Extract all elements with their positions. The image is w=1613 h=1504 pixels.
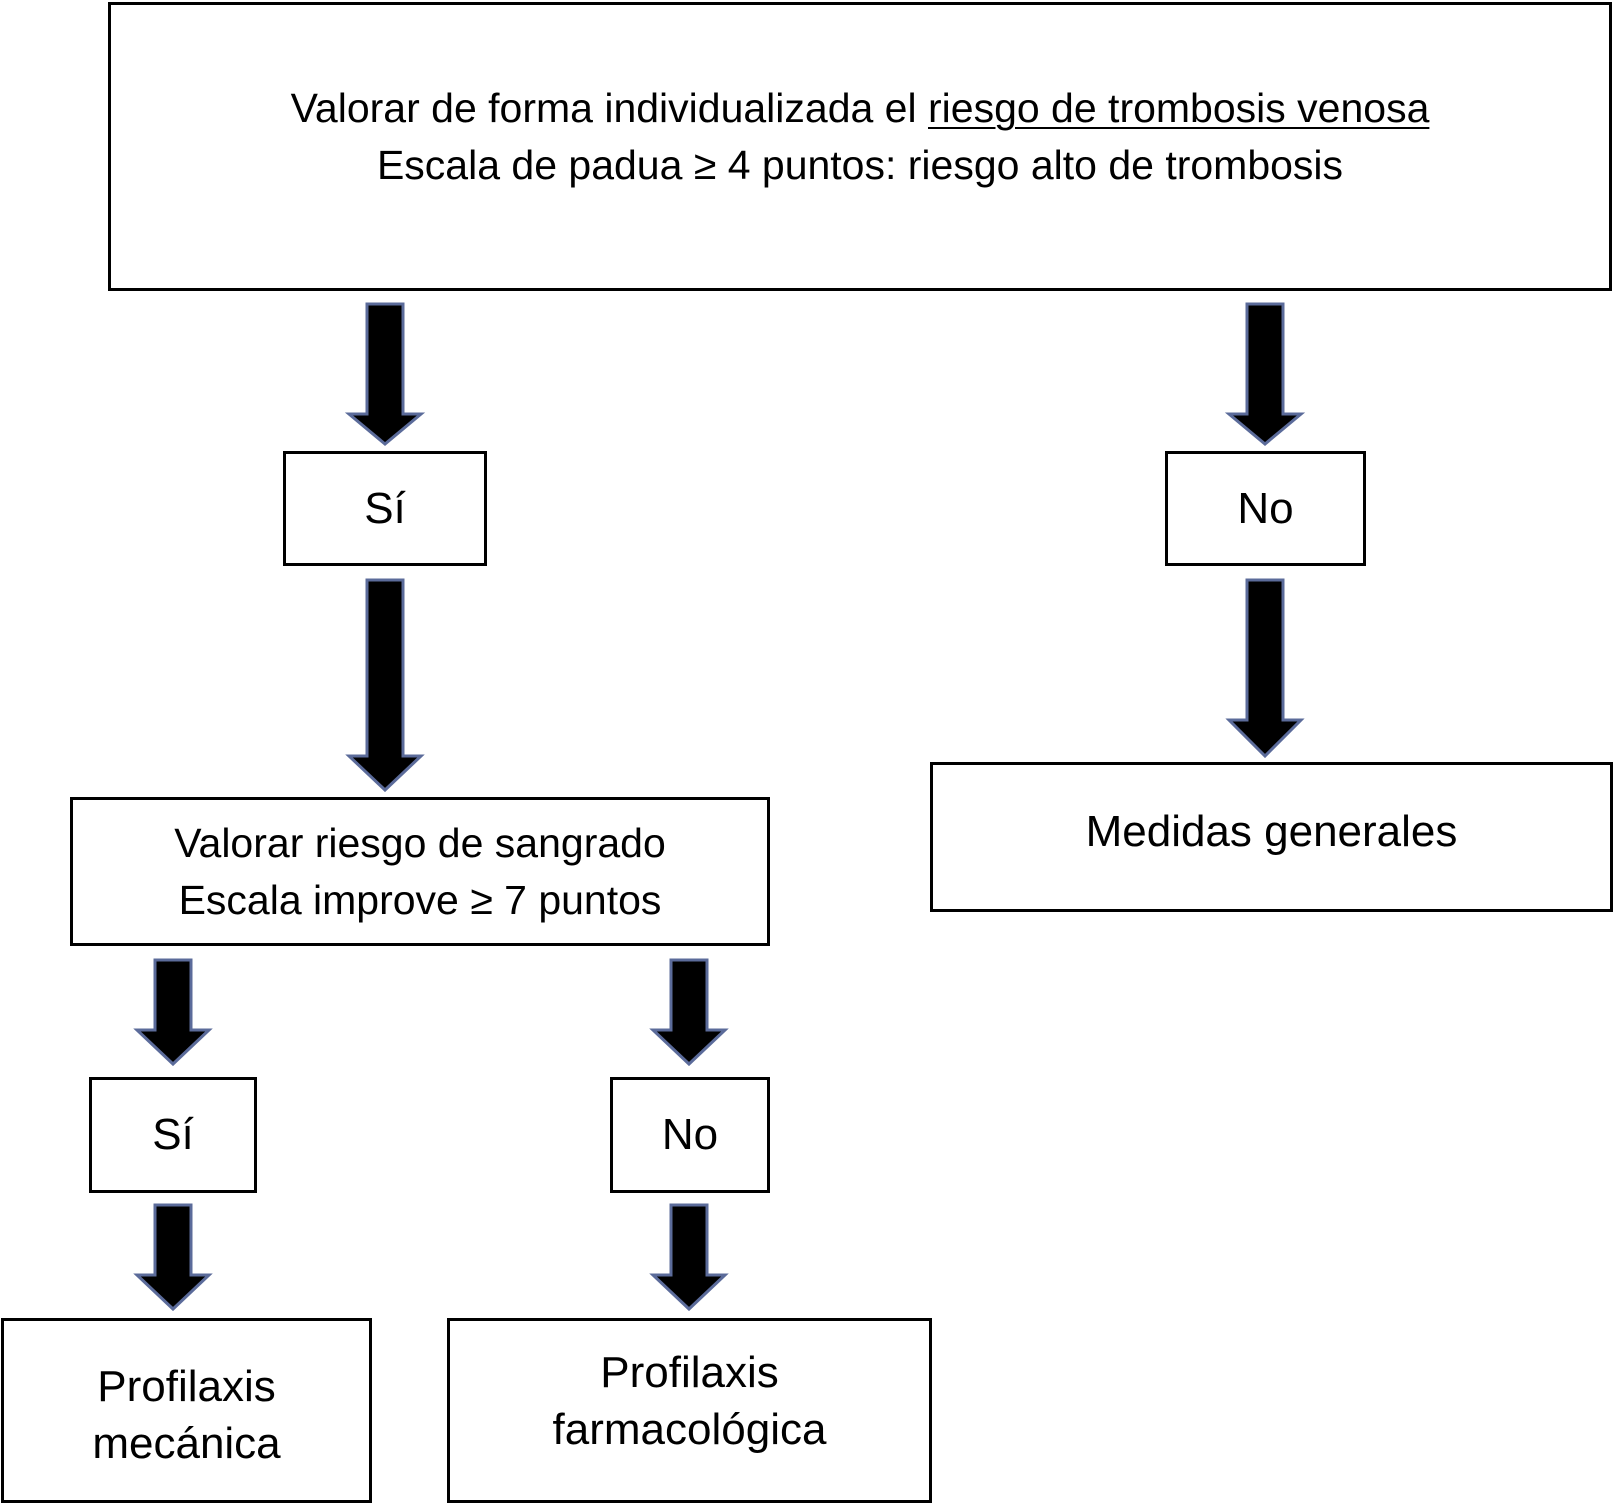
padua-line-2: Escala de padua ≥ 4 puntos: riesgo alto … bbox=[376, 141, 1344, 188]
padua-assessment-box: Valorar de forma individualizada el ries… bbox=[108, 2, 1612, 291]
general-measures-box: Medidas generales bbox=[930, 762, 1613, 912]
yes-bleeding-box: Sí bbox=[89, 1077, 257, 1193]
bleeding-line-1: Valorar riesgo de sangrado bbox=[174, 819, 666, 866]
yes-branch-box: Sí bbox=[283, 451, 487, 566]
no-bleeding-label: No bbox=[661, 1110, 719, 1159]
no-branch-box: No bbox=[1165, 451, 1366, 566]
padua-line-1-underlined: riesgo de trombosis venosa bbox=[928, 84, 1430, 131]
arrow-down-icon bbox=[1224, 302, 1306, 446]
no-bleeding-box: No bbox=[610, 1077, 770, 1193]
arrow-down-icon bbox=[133, 1203, 213, 1312]
arrow-down-icon bbox=[344, 302, 426, 446]
bleeding-risk-box: Valorar riesgo de sangrado Escala improv… bbox=[70, 797, 770, 946]
yes-bleeding-label: Sí bbox=[152, 1110, 194, 1159]
bleeding-line-2: Escala improve ≥ 7 puntos bbox=[178, 876, 662, 923]
arrow-down-icon bbox=[133, 958, 213, 1067]
pharmacological-line-1: Profilaxis bbox=[600, 1347, 779, 1397]
pharmacological-line-2: farmacológica bbox=[552, 1404, 827, 1454]
mechanical-line-1: Profilaxis bbox=[97, 1361, 276, 1411]
padua-line-1-prefix: Valorar de forma individualizada el bbox=[290, 84, 928, 131]
mechanical-line-2: mecánica bbox=[92, 1418, 281, 1468]
mechanical-prophylaxis-box: Profilaxis mecánica bbox=[1, 1318, 372, 1503]
arrow-down-icon bbox=[1225, 578, 1305, 759]
yes-branch-label: Sí bbox=[364, 483, 406, 533]
arrow-down-icon bbox=[345, 578, 425, 793]
padua-line-1: Valorar de forma individualizada el ries… bbox=[291, 80, 1430, 137]
pharmacological-prophylaxis-box: Profilaxis farmacológica bbox=[447, 1318, 932, 1503]
general-measures-label: Medidas generales bbox=[1085, 807, 1458, 856]
no-branch-label: No bbox=[1237, 483, 1294, 533]
arrow-down-icon bbox=[649, 958, 729, 1067]
arrow-down-icon bbox=[649, 1203, 729, 1312]
